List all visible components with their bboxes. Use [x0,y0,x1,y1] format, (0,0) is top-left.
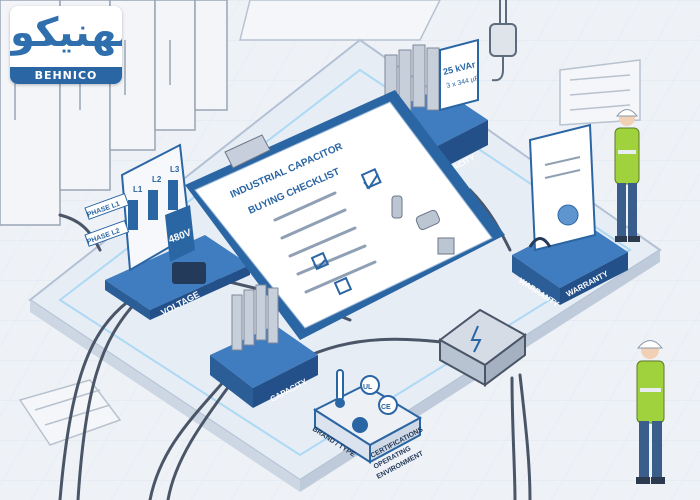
checklist-clipboard: INDUSTRIAL CAPACITOR BUYING CHECKLIST [185,90,505,340]
logo-persian-text: بهنیکو [10,10,122,56]
capacity-module-bottom: CAPACITY [210,284,318,408]
ce-mark: CE [381,404,391,411]
behnico-logo: بهنیکو BEHNICO [10,6,122,84]
logo-english-text: BEHNICO [10,67,122,84]
worker-top-right [614,109,640,242]
voltage-module: VOLTAGE 480V L1 L2 L3 [105,143,250,320]
junction-box [438,308,527,387]
worker-bottom-right [636,340,665,484]
phase-l3-marker: L3 [170,165,180,174]
crane-hook [489,0,517,82]
phase-l2-marker: L2 [152,175,162,184]
ul-mark: UL [363,384,373,391]
phase-l1-marker: L1 [133,185,143,194]
